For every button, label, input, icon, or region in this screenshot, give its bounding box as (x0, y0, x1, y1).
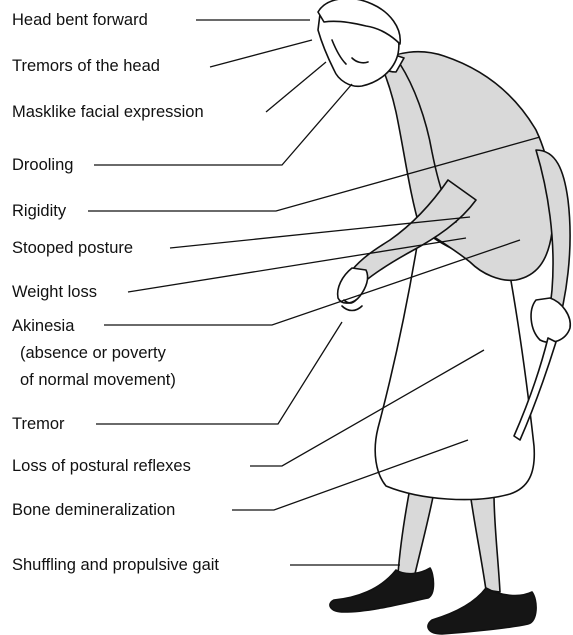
label-bone-demineralization: Bone demineralization (12, 500, 175, 520)
label-weight-loss: Weight loss (12, 282, 97, 302)
leader-masklike-facial (266, 62, 326, 112)
label-shuffling-and-propulsive-gait: Shuffling and propulsive gait (12, 555, 219, 575)
label-rigidity: Rigidity (12, 201, 66, 221)
back-leg (398, 488, 434, 578)
label-tremors-of-head: Tremors of the head (12, 56, 160, 76)
front-leg (470, 492, 500, 592)
back-hand (531, 298, 570, 342)
label-akinesia: Akinesia (12, 316, 74, 336)
label-masklike-facial-expression: Masklike facial expression (12, 102, 204, 122)
label-stooped-posture: Stooped posture (12, 238, 133, 258)
leader-tremors-of-head (210, 40, 312, 67)
label-drooling: Drooling (12, 155, 73, 175)
label-akinesia-description-line2: of normal movement) (20, 370, 176, 390)
label-head-bent-forward: Head bent forward (12, 10, 148, 30)
front-shoe (428, 588, 536, 634)
label-akinesia-description-line1: (absence or poverty (20, 343, 166, 363)
label-loss-of-postural-reflexes: Loss of postural reflexes (12, 456, 191, 476)
leader-drooling (94, 84, 352, 165)
back-shoe (330, 568, 434, 612)
label-tremor: Tremor (12, 414, 65, 434)
woman-figure (318, 0, 570, 634)
